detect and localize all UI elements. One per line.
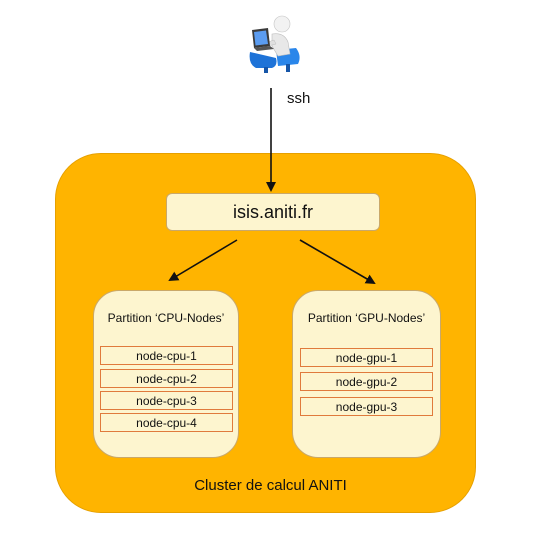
ssh-label: ssh [287, 90, 311, 107]
node-cpu-3: node-cpu-3 [100, 391, 233, 410]
node-gpu-3: node-gpu-3 [300, 397, 433, 416]
partition-cpu-title: Partition ‘CPU-Nodes’ [107, 311, 225, 325]
arrow-to-cpu-partition [168, 239, 238, 282]
login-node: isis.aniti.fr [166, 193, 380, 231]
user-at-laptop-icon [249, 15, 300, 73]
arrow-to-gpu-partition [299, 239, 376, 285]
node-gpu-2: node-gpu-2 [300, 372, 433, 391]
partition-gpu: Partition ‘GPU-Nodes’ node-gpu-1 node-gp… [292, 290, 441, 458]
node-gpu-1: node-gpu-1 [300, 348, 433, 367]
cluster-label: Cluster de calcul ANITI [194, 477, 347, 494]
partition-cpu: Partition ‘CPU-Nodes’ node-cpu-1 node-cp… [93, 290, 239, 458]
node-cpu-1: node-cpu-1 [100, 346, 233, 365]
partition-gpu-title: Partition ‘GPU-Nodes’ [307, 311, 426, 325]
node-cpu-2: node-cpu-2 [100, 369, 233, 388]
node-cpu-4: node-cpu-4 [100, 413, 233, 432]
